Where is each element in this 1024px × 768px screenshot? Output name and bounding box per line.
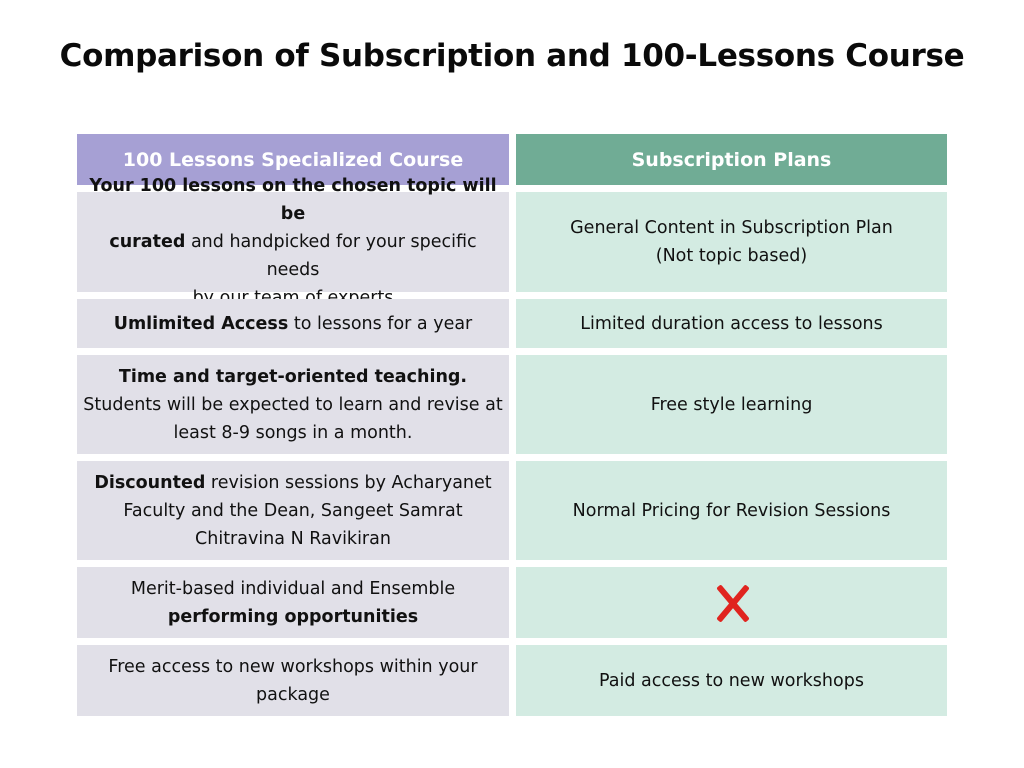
cell-bold-text: Umlimited Access — [113, 313, 289, 334]
cell-text: revision sessions by Acharyanet — [205, 472, 492, 493]
table-row: Free access to new workshops within your… — [77, 645, 947, 716]
cell-text: (Not topic based) — [655, 246, 808, 266]
cell-bold-text: performing opportunities — [167, 606, 419, 627]
page-title: Comparison of Subscription and 100-Lesso… — [59, 38, 965, 74]
cross-mark-icon — [713, 584, 751, 622]
subscription-cell-not-available — [516, 567, 947, 638]
subscription-cell-free-style: Free style learning — [516, 355, 947, 454]
header-row: 100 Lessons Specialized Course Subscript… — [77, 134, 947, 185]
cell-text: Limited duration access to lessons — [580, 313, 883, 334]
comparison-table: 100 Lessons Specialized Course Subscript… — [77, 134, 947, 723]
course-cell-access: Umlimited Access to lessons for a year — [77, 299, 509, 348]
cell-text: and handpicked for your specific needs — [185, 232, 477, 280]
course-cell-revision: Discounted revision sessions by Acharyan… — [77, 461, 509, 560]
subscription-cell-general-content: General Content in Subscription Plan (No… — [516, 192, 947, 292]
header-specialized-course: 100 Lessons Specialized Course — [77, 134, 509, 185]
table-row: Your 100 lessons on the chosen topic wil… — [77, 176, 947, 308]
cell-text: Chitravina N Ravikiran — [195, 528, 391, 549]
cell-bold-text: Time and target-oriented teaching. — [118, 366, 468, 387]
cell-bold-text: Discounted — [94, 472, 206, 493]
cell-text: Faculty and the Dean, Sangeet Samrat — [123, 500, 463, 521]
cell-text: General Content in Subscription Plan — [570, 218, 893, 238]
cell-text: Students will be expected to learn and r… — [83, 394, 503, 415]
cell-text: to lessons for a year — [288, 313, 473, 334]
cell-text: package — [256, 684, 330, 705]
cell-text: Free style learning — [650, 394, 813, 415]
table-row: Merit-based individual and Ensemble perf… — [77, 567, 947, 638]
subscription-cell-normal-pricing: Normal Pricing for Revision Sessions — [516, 461, 947, 560]
table-row: Umlimited Access to lessons for a year L… — [77, 299, 947, 348]
cell-bold-text: curated — [109, 232, 186, 252]
course-cell-teaching: Time and target-oriented teaching. Stude… — [77, 355, 509, 454]
cell-text: Merit-based individual and Ensemble — [130, 578, 456, 599]
cell-text: least 8-9 songs in a month. — [173, 422, 413, 443]
table-row: Time and target-oriented teaching. Stude… — [77, 355, 947, 454]
subscription-cell-paid-workshops: Paid access to new workshops — [516, 645, 947, 716]
table-row: Discounted revision sessions by Acharyan… — [77, 461, 947, 560]
cell-bold-text: Your 100 lessons on the chosen topic wil… — [89, 176, 497, 224]
header-subscription-plans: Subscription Plans — [516, 134, 947, 185]
course-cell-curated: Your 100 lessons on the chosen topic wil… — [77, 176, 509, 308]
cell-text: Normal Pricing for Revision Sessions — [572, 500, 891, 521]
cell-text: Free access to new workshops within your — [108, 656, 478, 677]
subscription-cell-limited-access: Limited duration access to lessons — [516, 299, 947, 348]
course-cell-workshops: Free access to new workshops within your… — [77, 645, 509, 716]
course-cell-performing: Merit-based individual and Ensemble perf… — [77, 567, 509, 638]
cell-text: Paid access to new workshops — [599, 670, 864, 691]
